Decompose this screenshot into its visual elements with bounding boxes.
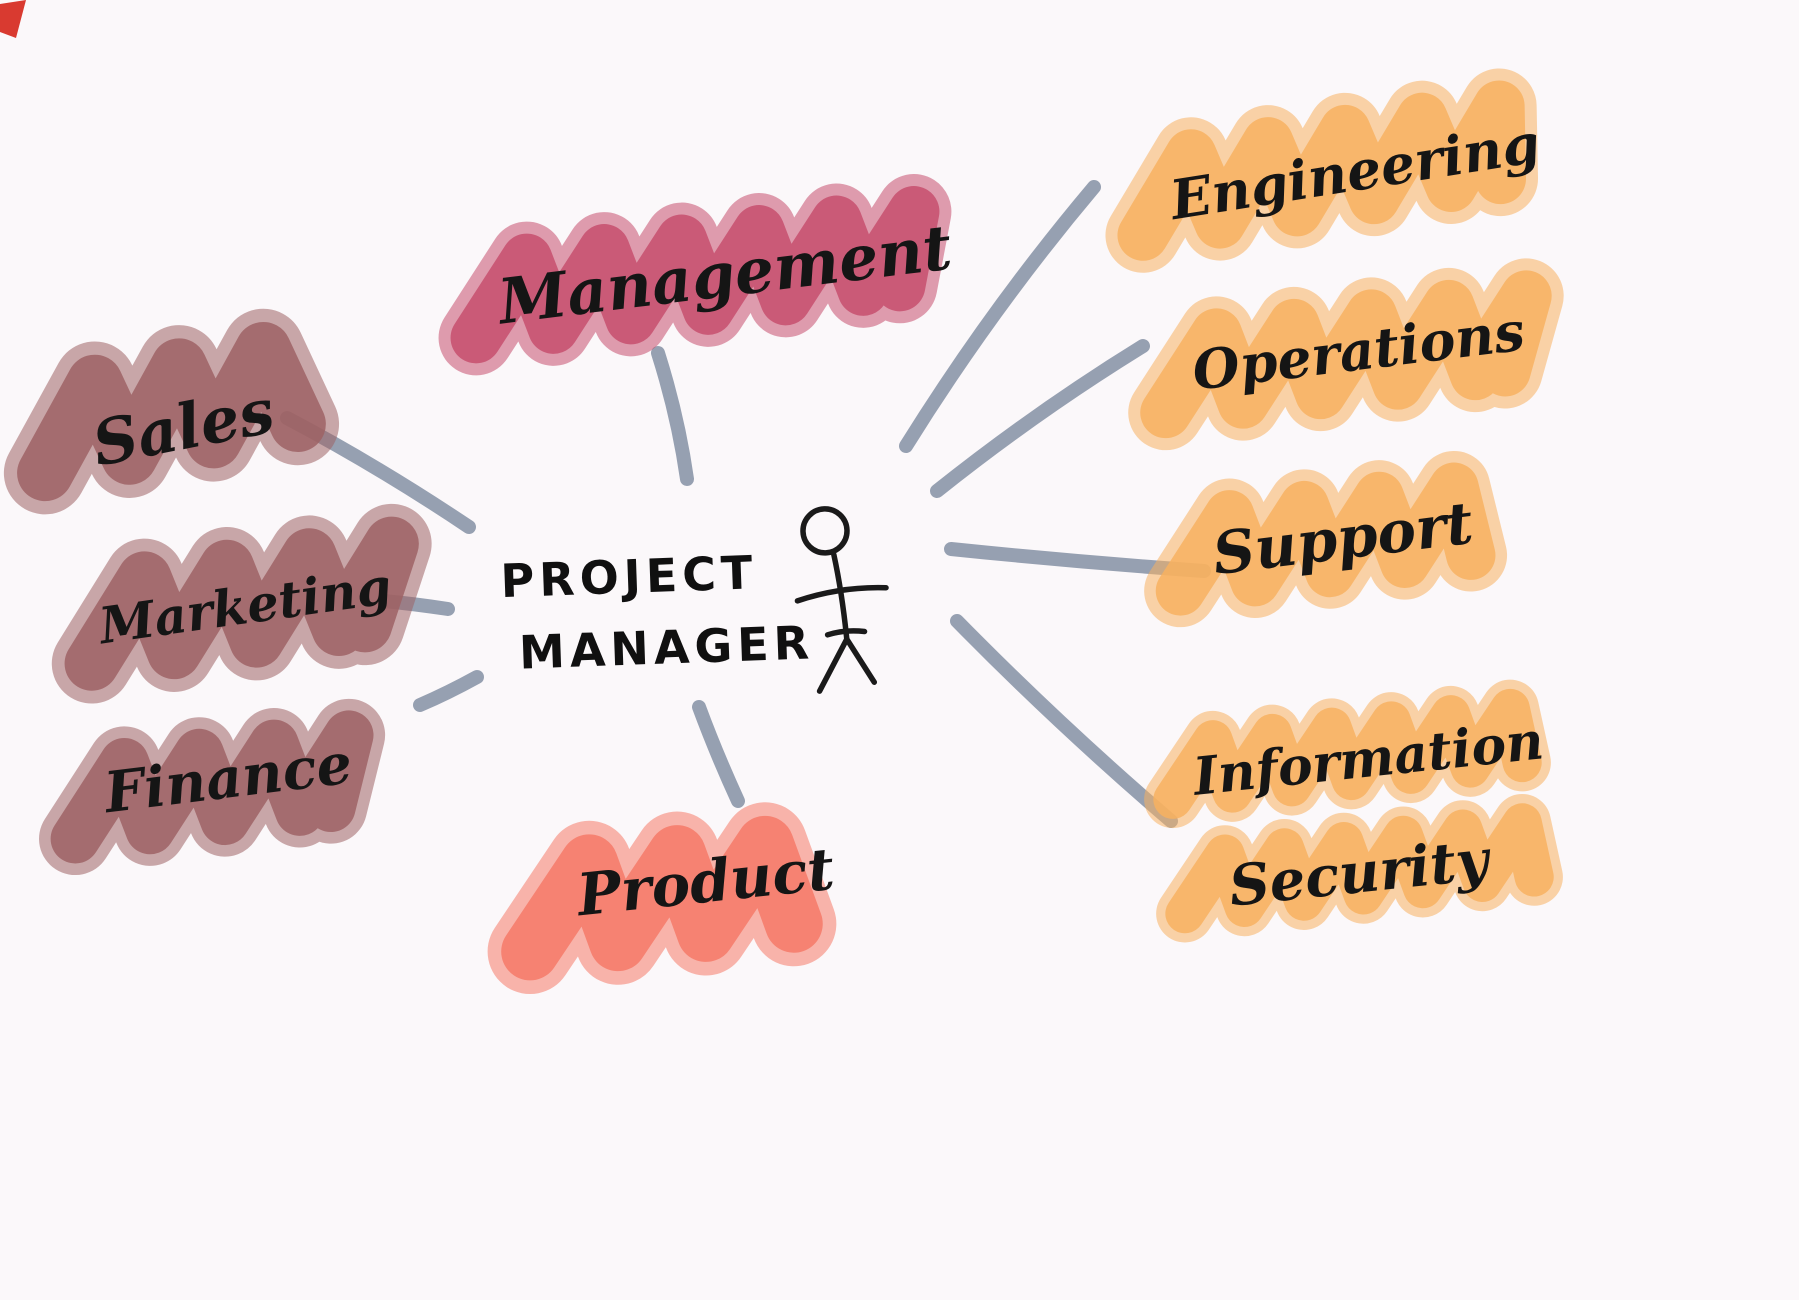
center-label-line2: MANAGER	[518, 615, 815, 679]
highlight-scribble	[1128, 258, 1564, 451]
highlight-scribble	[438, 174, 952, 376]
node-management[interactable]: Management	[438, 174, 956, 376]
connector-finance	[413, 670, 484, 712]
connector-operations	[930, 339, 1150, 498]
highlight-scribble	[1156, 794, 1563, 943]
person-stick-figure-icon	[794, 506, 889, 694]
center-label-line1: PROJECT	[500, 545, 759, 608]
node-operations[interactable]: Operations	[1128, 258, 1564, 451]
node-sales[interactable]: Sales	[3, 308, 340, 515]
highlight-scribble	[1105, 68, 1539, 273]
node-marketing[interactable]: Marketing	[51, 503, 432, 704]
highlight-scribble	[3, 308, 340, 515]
highlight-scribble	[487, 802, 837, 995]
connector-infosec	[950, 614, 1178, 828]
node-finance[interactable]: Finance	[39, 698, 386, 876]
corner-red-mark	[0, 0, 26, 38]
highlight-scribble	[1144, 679, 1551, 829]
connector-engineering	[899, 180, 1101, 453]
highlight-scribble	[51, 503, 432, 704]
highlight-scribble	[1144, 450, 1508, 628]
node-support[interactable]: Support	[1144, 450, 1508, 628]
node-engineering[interactable]: Engineering	[1105, 68, 1544, 273]
highlight-scribble	[39, 698, 386, 876]
connector-product	[692, 700, 745, 808]
connector-management	[651, 346, 694, 486]
node-product[interactable]: Product	[487, 802, 839, 995]
center-node[interactable]: PROJECT MANAGER	[498, 506, 889, 702]
